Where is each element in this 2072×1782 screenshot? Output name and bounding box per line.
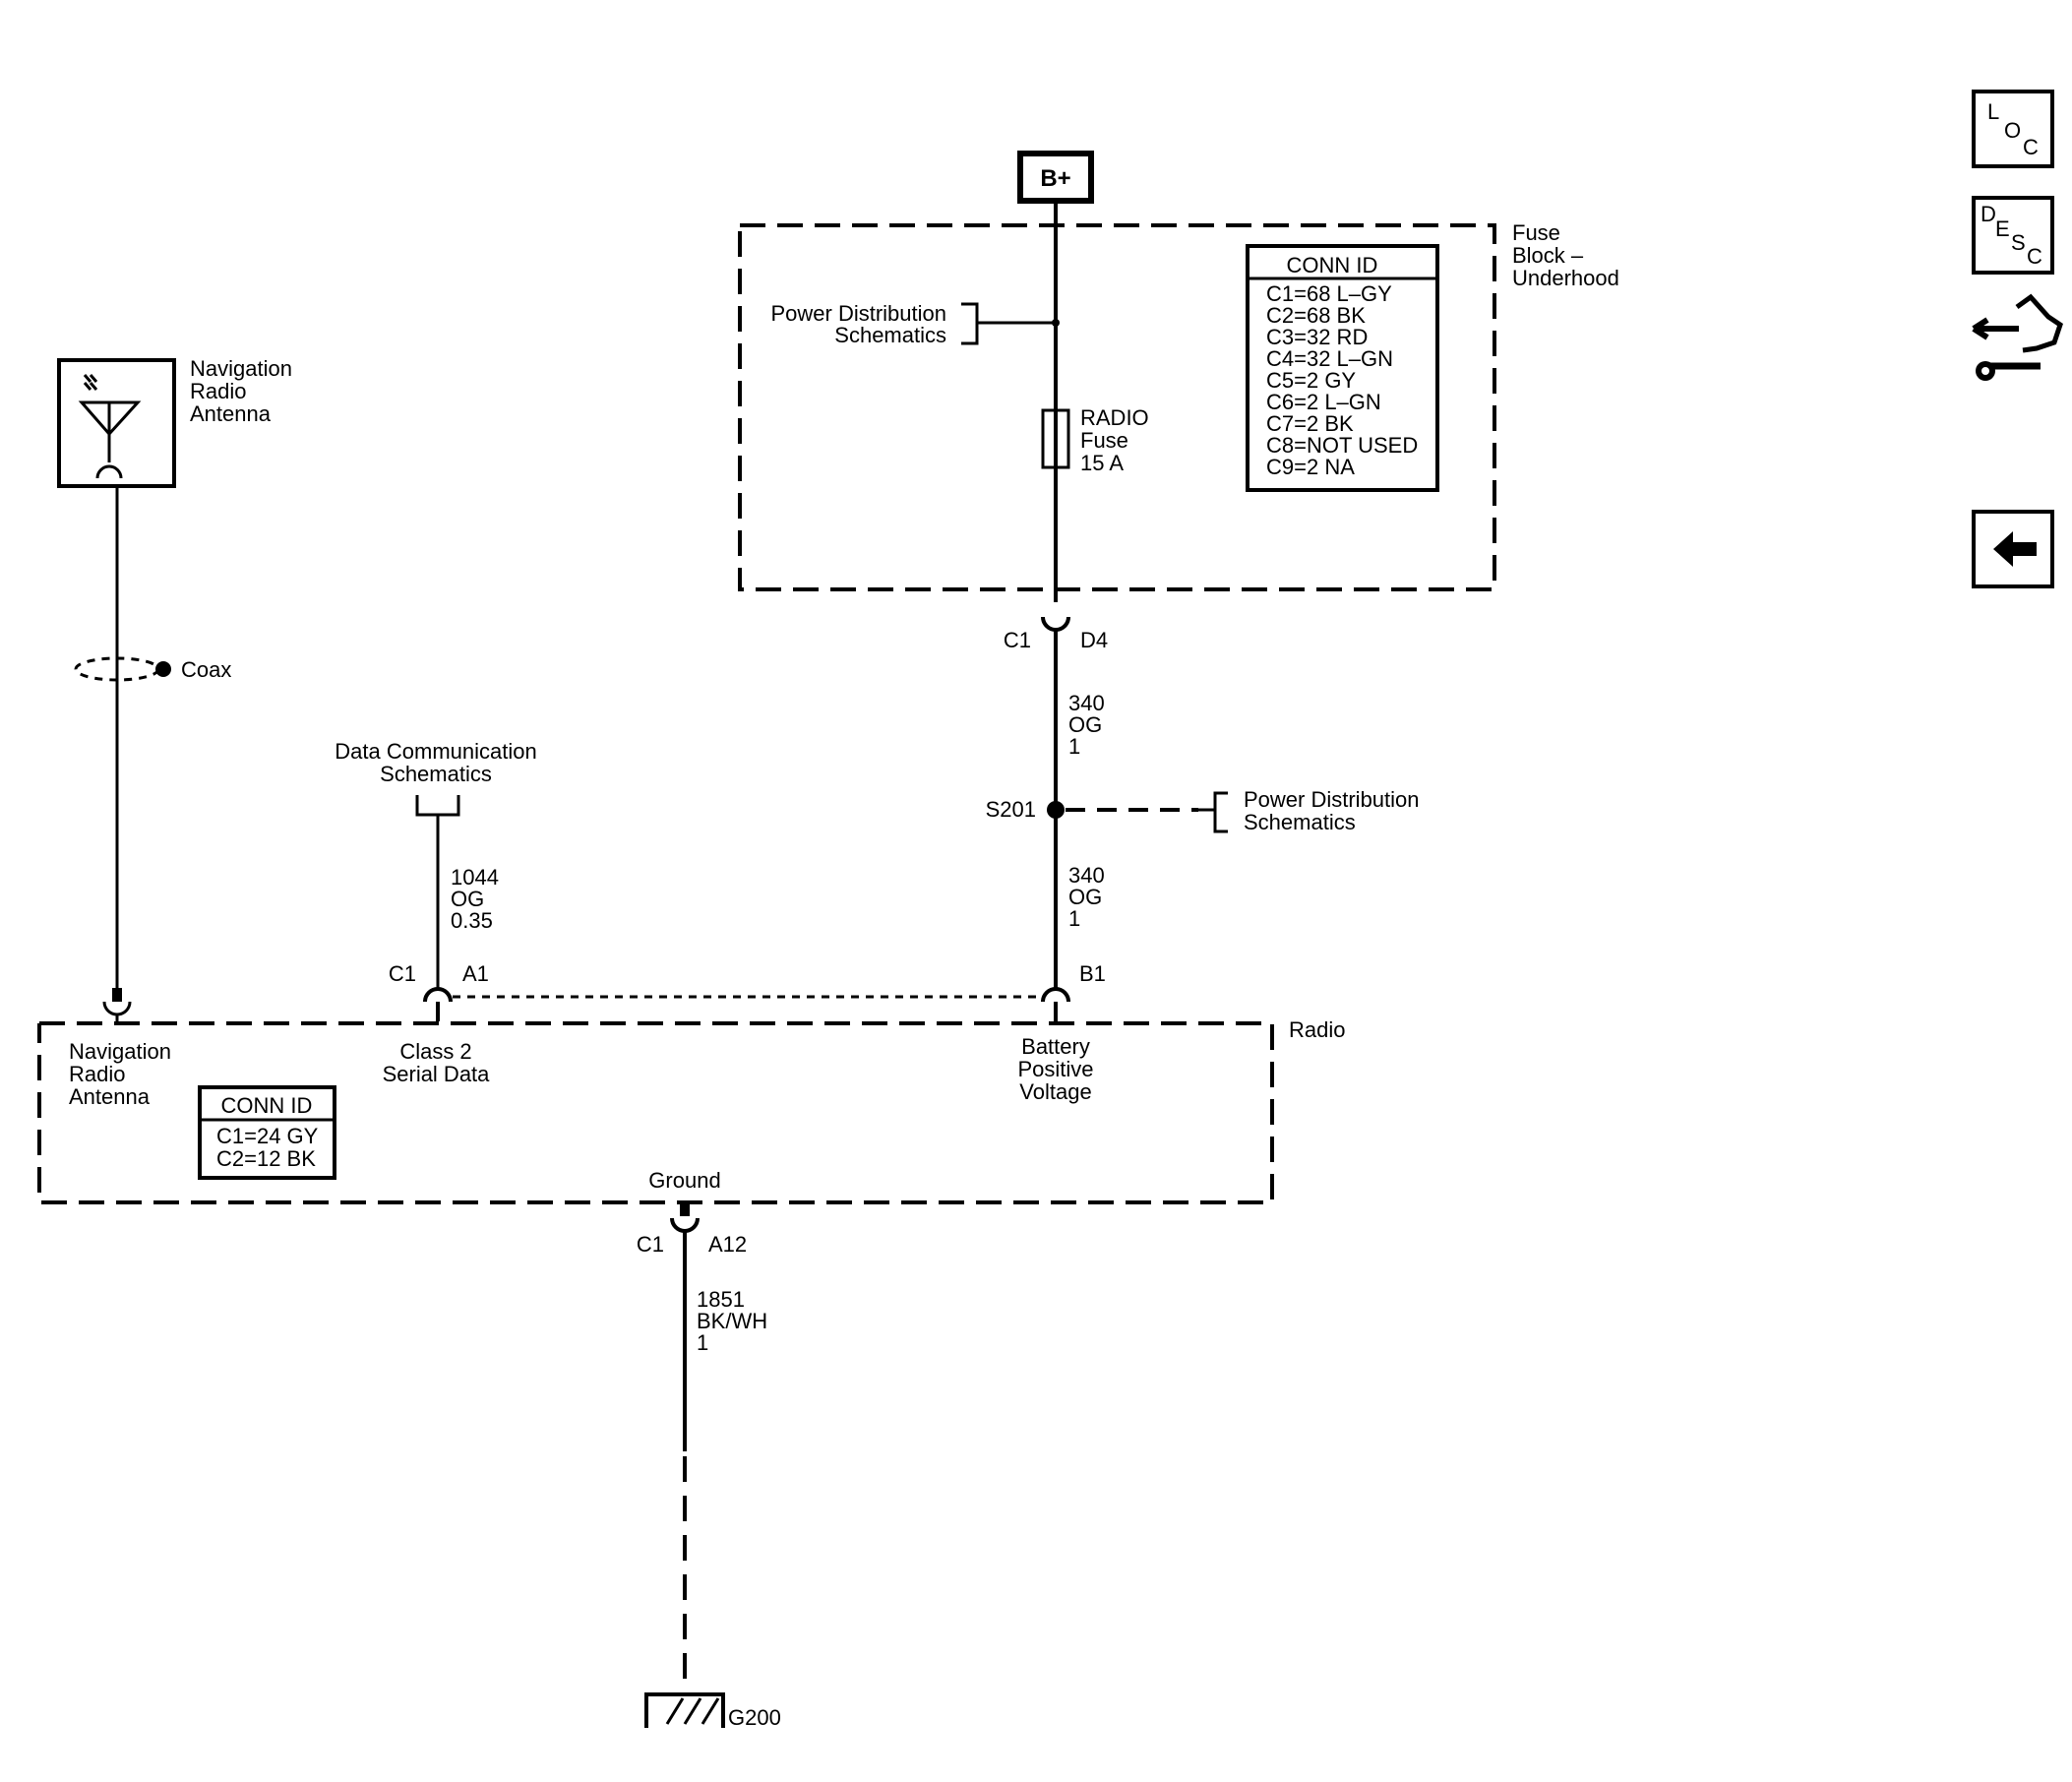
power-dist-ref-2-line1: Power Distribution [1244,787,1420,812]
radio-outline [37,1021,1274,1204]
data-comm-ref[interactable]: Data Communication Schematics [335,739,537,817]
conn-id-entry: C1=24 GY [216,1124,319,1148]
conn-id-entry: C2=68 BK [1266,303,1366,328]
loc-letter-o: O [2004,118,2021,143]
splice-label: S201 [986,797,1036,822]
radio-terminal-serial-1: Class 2 [399,1039,471,1064]
wire-number: 1851 [697,1287,745,1312]
conn-label: C1 [389,961,416,986]
ground-point-g200: G200 [644,1692,781,1730]
conn-label: C1 [1004,628,1031,652]
navigation-antenna-component: Navigation Radio Antenna [57,356,292,488]
conn-id-entry: C4=32 L–GN [1266,346,1393,371]
fuse-rating: 15 A [1080,451,1124,475]
conn-id-entry: C7=2 BK [1266,411,1354,436]
loc-letter-l: L [1987,99,1999,124]
b-plus-label: B+ [1040,165,1070,192]
antenna-name-1: Navigation [190,356,292,381]
radio-terminal-battery-1: Battery [1021,1034,1090,1059]
wire-number: 340 [1068,691,1105,715]
conn-id-header: CONN ID [221,1093,313,1118]
coax-marker: Coax [74,656,231,682]
radio-terminal-ground: Ground [648,1168,720,1193]
power-dist-ref-fuse-block[interactable]: Power Distribution Schematics [770,301,1060,347]
wire-size: 1 [1068,734,1080,759]
power-dist-ref-1-line1: Power Distribution [770,301,946,326]
ground-point-label: G200 [728,1705,781,1730]
b-plus-source: B+ [1017,151,1094,204]
radio-connector-a1: C1 A1 [389,961,489,1021]
fuse-block-name-3: Underhood [1512,266,1619,290]
wire-size: 1 [1068,906,1080,931]
power-dist-ref-1-line2: Schematics [834,323,946,347]
fuse-block-name-1: Fuse [1512,220,1560,245]
radio-terminal-antenna-3: Antenna [69,1084,151,1109]
radio-conn-id-table: CONN ID C1=24 GY C2=12 BK [198,1085,336,1180]
conn-id-entry: C8=NOT USED [1266,433,1418,458]
radio-terminal-antenna-2: Radio [69,1062,125,1086]
power-dist-ref-2-line2: Schematics [1244,810,1356,834]
pin-label: A1 [462,961,489,986]
wire-size: 1 [697,1330,708,1355]
splice-s201: S201 [986,797,1198,822]
ref-bracket [415,795,460,817]
conn-id-header: CONN ID [1287,253,1378,277]
radio-terminal-serial-2: Serial Data [383,1062,491,1086]
wire-color: OG [451,887,484,911]
desc-letter-d: D [1981,202,1996,226]
power-dist-ref-splice[interactable]: Power Distribution Schematics [1198,787,1420,834]
wire-color: BK/WH [697,1309,767,1333]
fuse-type: Fuse [1080,428,1128,453]
loc-letter-c: C [2023,135,2039,159]
back-arrow-button[interactable] [1972,510,2054,588]
coax-label: Coax [181,657,231,682]
radio-terminal-battery-3: Voltage [1019,1079,1091,1104]
fuse-block-name-2: Block – [1512,243,1584,268]
wire-number: 1044 [451,865,499,890]
fuse-block-outline [738,223,1496,591]
ref-bracket [1213,791,1228,833]
conn-id-entry: C9=2 NA [1266,455,1355,479]
fuse-name: RADIO [1080,405,1149,430]
arrow-left-icon [1993,531,2037,567]
wire-number: 340 [1068,863,1105,888]
conn-id-entry: C5=2 GY [1266,368,1356,393]
pin-label: B1 [1079,961,1106,986]
antenna-name-2: Radio [190,379,246,403]
radio-fuse: RADIO Fuse 15 A [1041,405,1149,475]
radio-connector-a12: C1 A12 [637,1202,747,1451]
fuse-block-conn-id-table: CONN ID C1=68 L–GY C2=68 BK C3=32 RD C4=… [1246,244,1439,492]
antenna-name-3: Antenna [190,401,272,426]
conn-id-entry: C2=12 BK [216,1146,316,1171]
wire-color: OG [1068,885,1102,909]
radio-name: Radio [1289,1017,1345,1042]
wire-color: OG [1068,712,1102,737]
radio-antenna-connector [102,988,132,1023]
data-comm-line1: Data Communication [335,739,536,764]
desc-letter-e: E [1995,216,2010,241]
wire-size: 0.35 [451,908,493,933]
pin-label: A12 [708,1232,747,1257]
desc-button[interactable]: D E S C [1972,196,2054,275]
conn-id-entry: C1=68 L–GY [1266,281,1392,306]
pin-label: D4 [1080,628,1108,652]
conn-label: C1 [637,1232,664,1257]
tap-dot [1052,319,1060,327]
radio-terminal-antenna-1: Navigation [69,1039,171,1064]
ref-bracket [961,302,979,345]
conn-id-entry: C6=2 L–GN [1266,390,1381,414]
loc-button[interactable]: L O C [1972,90,2054,168]
conn-id-entry: C3=32 RD [1266,325,1368,349]
radio-connector-b1: B1 [1041,961,1106,1021]
desc-letter-c: C [2027,244,2042,269]
data-comm-line2: Schematics [380,762,492,786]
connector-tool-icon[interactable] [1972,293,2063,381]
desc-letter-s: S [2011,230,2026,255]
radio-terminal-battery-2: Positive [1017,1057,1093,1081]
